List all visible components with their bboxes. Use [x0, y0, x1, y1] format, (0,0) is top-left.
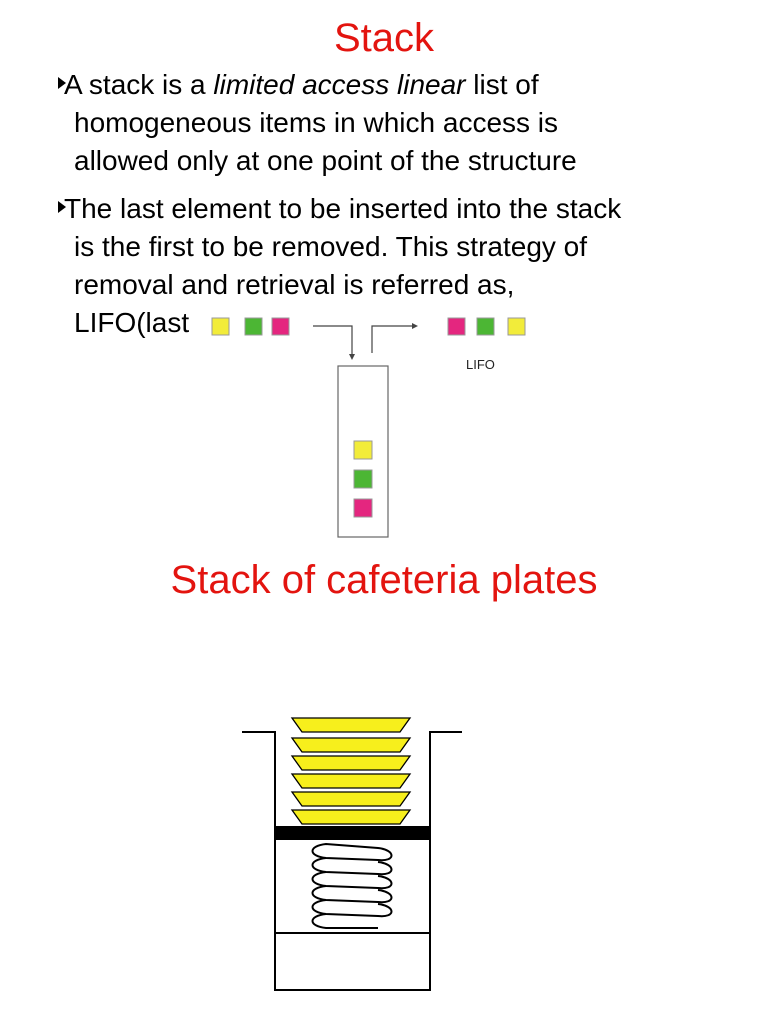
stack-item-yellow: [353, 440, 373, 460]
bullet-1-line-3: allowed only at one point of the structu…: [74, 145, 577, 176]
stack-item-green: [353, 469, 373, 489]
bullet-1-line-2: homogeneous items in which access is: [74, 107, 559, 138]
bullet-1-line-1-post: list of: [465, 69, 539, 100]
bullet-2-line-1: The last element to be inserted into the…: [64, 193, 622, 224]
bullet-marker-icon: [58, 201, 66, 213]
bullet-2-line-4: LIFO(last: [74, 307, 190, 338]
bullet-2-line-2: is the first to be removed. This strateg…: [74, 231, 588, 262]
plates-title: Stack of cafeteria plates: [170, 558, 598, 602]
plate: [290, 809, 412, 825]
slide-title: Stack: [333, 16, 435, 60]
dispenser-outline: [242, 731, 462, 991]
input-square-magenta: [271, 317, 290, 336]
plate-dispenser-diagram: [242, 717, 462, 991]
output-square-magenta: [447, 317, 466, 336]
output-square-green: [476, 317, 495, 336]
input-square-green: [244, 317, 263, 336]
bullet-2-line-3: removal and retrieval is referred as,: [74, 269, 515, 300]
pop-arrow: [371, 325, 414, 353]
bullet-lifo: The last element to be inserted into the…: [58, 190, 748, 342]
plate: [290, 737, 412, 753]
plate: [290, 791, 412, 807]
plate: [290, 773, 412, 789]
plate: [290, 717, 412, 733]
bullet-1-line-1-pre: A stack is a: [64, 69, 214, 100]
input-square-yellow: [211, 317, 230, 336]
push-arrow: [313, 325, 353, 356]
spring-icon: [311, 842, 393, 929]
push-arrowhead-icon: [349, 354, 355, 360]
bullet-marker-icon: [58, 77, 66, 89]
output-square-yellow: [507, 317, 526, 336]
spring-platform: [275, 826, 430, 840]
pop-arrowhead-icon: [412, 323, 418, 329]
plate: [290, 755, 412, 771]
plate-stack: [290, 717, 412, 825]
bullet-1-emphasis: limited access linear: [213, 69, 466, 100]
stack-item-magenta: [353, 498, 373, 518]
bullet-definition: A stack is a limited access linear list …: [58, 66, 748, 180]
lifo-label: LIFO: [466, 357, 495, 372]
lifo-diagram: LIFO: [211, 317, 526, 538]
